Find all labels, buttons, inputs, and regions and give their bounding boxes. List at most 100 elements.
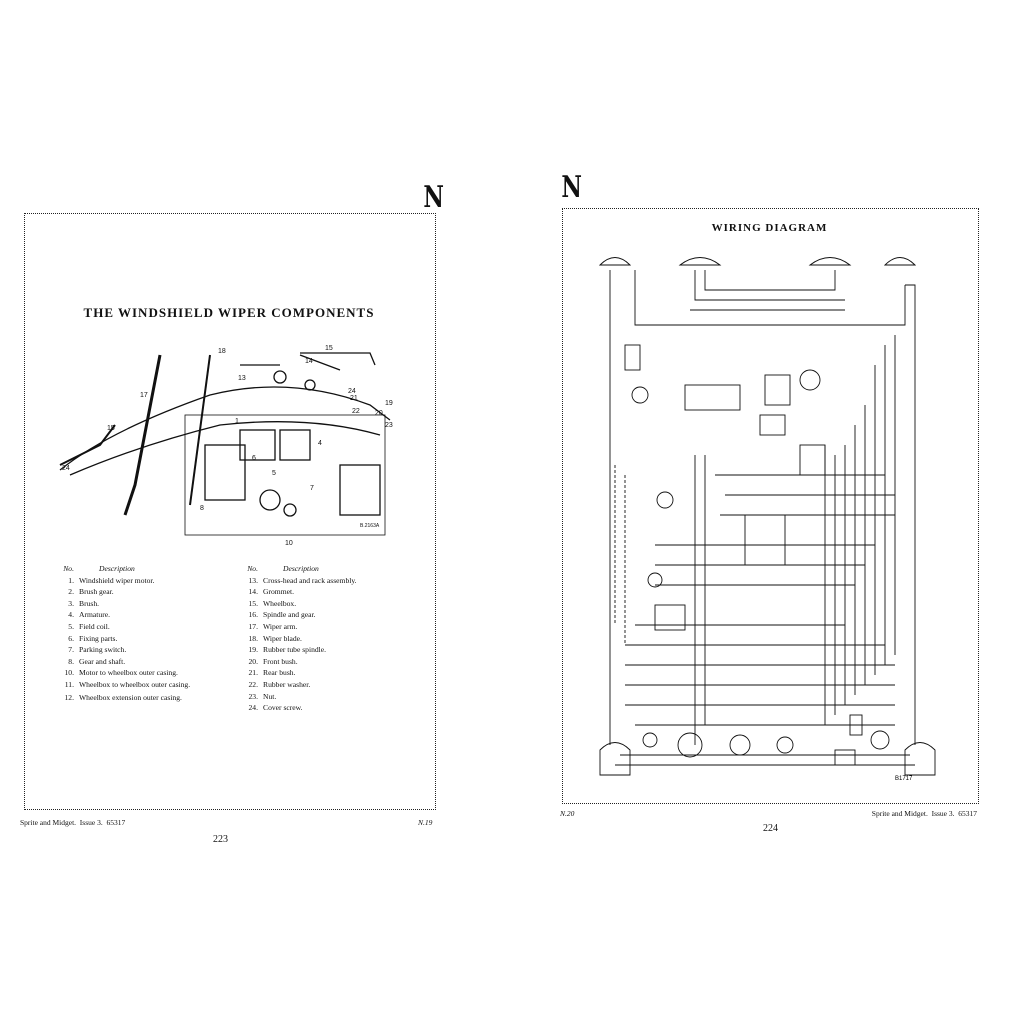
part-no: 12. [64,692,75,702]
part-desc: Wheelbox. [263,598,297,608]
parts-list-item: 2. Brush gear. [56,586,246,598]
page-title-left: THE WINDSHIELD WIPER COMPONENTS [83,305,375,320]
footer-left-page-ref: N.19 [418,818,433,827]
parts-list-item: 20. Front bush. [240,656,430,668]
header-description: Description [99,564,135,573]
part-desc: Motor to wheelbox outer casing. [79,668,178,678]
parts-list-item: 11. Wheelbox to wheelbox outer casing. [56,679,246,689]
part-no: 1. [68,575,74,585]
right-page-frame [562,208,979,804]
part-no: 16. [248,610,259,620]
svg-text:21: 21 [350,395,358,402]
part-no: 3. [68,598,74,608]
svg-text:1: 1 [235,418,239,425]
svg-text:19: 19 [385,400,393,407]
parts-list-item: 3. Brush. [56,598,246,610]
part-no: 15. [248,598,259,608]
section-letter-right: N [561,170,582,205]
header-no: No. [247,564,258,573]
svg-text:24: 24 [348,388,356,395]
parts-list-item: 14.Grommet. [240,586,430,598]
part-no: 2. [68,587,74,597]
svg-text:5: 5 [272,470,276,477]
parts-list-item: 8. Gear and shaft. [56,656,246,668]
svg-text:7: 7 [310,485,314,492]
parts-list-item: 5. Field coil. [56,621,246,633]
svg-text:8: 8 [200,505,204,512]
parts-list-item: 19.Rubber tube spindle. [240,644,430,656]
part-desc: Rear bush. [263,668,296,678]
parts-list-item: 24. Cover screw. [240,702,430,714]
svg-text:18: 18 [218,348,226,355]
parts-list-right-column: No.Description 13.Cross-head and rack as… [240,563,430,714]
part-desc: Parking switch. [79,645,127,655]
part-desc: Windshield wiper motor. [79,575,155,585]
parts-list-item: 10. Motor to wheelbox outer casing. [56,667,246,679]
parts-list-item: 22. Rubber washer. [240,679,430,691]
parts-list-item: 21. Rear bush. [240,667,430,679]
parts-list-item: 15. Wheelbox. [240,598,430,610]
part-desc: Brush. [79,598,100,608]
parts-list-item: 18. Wiper blade. [240,633,430,645]
part-desc: Brush gear. [79,587,114,597]
section-letter-left: N [423,180,444,215]
parts-list-left-column: No.Description 1.Windshield wiper motor.… [56,563,246,704]
footer-right-page-ref: N.20 [560,809,575,818]
page-number-right: 224 [763,823,778,834]
part-desc: Cross-head and rack assembly. [263,575,357,585]
svg-text:4: 4 [318,440,322,447]
part-desc: Nut. [263,691,277,701]
parts-list-item: 12. Wheelbox extension outer casing. [56,692,246,704]
svg-text:B.2163A: B.2163A [360,523,380,529]
part-desc: Cover screw. [263,703,303,713]
part-no: 5. [68,621,74,631]
part-no: 24. [248,703,259,713]
page-number-left: 223 [213,834,228,845]
callout-12: 24 [62,465,70,472]
svg-text:22: 22 [352,408,360,415]
svg-text:13: 13 [238,375,246,382]
svg-text:23: 23 [385,422,393,429]
svg-text:6: 6 [252,455,256,462]
part-desc: Wiper arm. [263,621,298,631]
part-no: 11. [64,679,74,689]
part-desc: Rubber washer. [263,679,311,689]
part-desc: Wheelbox to wheelbox outer casing. [79,679,191,689]
part-no: 17. [248,621,259,631]
svg-text:15: 15 [107,425,115,432]
parts-list-header: No.Description [240,563,430,575]
part-no: 20. [248,656,259,666]
footer-right-page-title: Sprite and Midget. Issue 3. 65317 [871,809,977,818]
parts-list-item: 16. Spindle and gear. [240,609,430,621]
parts-list-item: 17. Wiper arm. [240,621,430,633]
part-no: 10. [64,668,75,678]
parts-list-item: 13.Cross-head and rack assembly. [240,575,430,587]
part-desc: Fixing parts. [79,633,118,643]
wiring-diagram: B1717 [598,257,936,782]
part-desc: Grommet. [263,587,295,597]
part-desc: Armature. [79,610,110,620]
part-no: 19. [248,645,259,655]
parts-list-item: 6. Fixing parts. [56,633,246,645]
part-desc: Spindle and gear. [263,610,316,620]
part-desc: Field coil. [79,621,110,631]
parts-list-item: 23. Nut. [240,691,430,703]
part-no: 8. [68,656,74,666]
parts-list-item: 1. Windshield wiper motor. [56,575,246,587]
part-desc: Gear and shaft. [79,656,126,666]
part-no: 18. [248,633,259,643]
part-no: 6. [68,633,74,643]
left-page-frame [24,213,436,810]
part-no: 23. [248,691,259,701]
page-title-right: WIRING DIAGRAM [711,222,828,234]
svg-text:20: 20 [375,410,383,417]
svg-text:14: 14 [305,358,313,365]
part-desc: Front bush. [263,656,298,666]
part-no: 4. [68,610,74,620]
part-desc: Wiper blade. [263,633,302,643]
part-no: 22. [248,679,259,689]
part-desc: Wheelbox extension outer casing. [79,692,182,702]
part-no: 21. [248,668,259,678]
svg-text:10: 10 [285,540,293,545]
